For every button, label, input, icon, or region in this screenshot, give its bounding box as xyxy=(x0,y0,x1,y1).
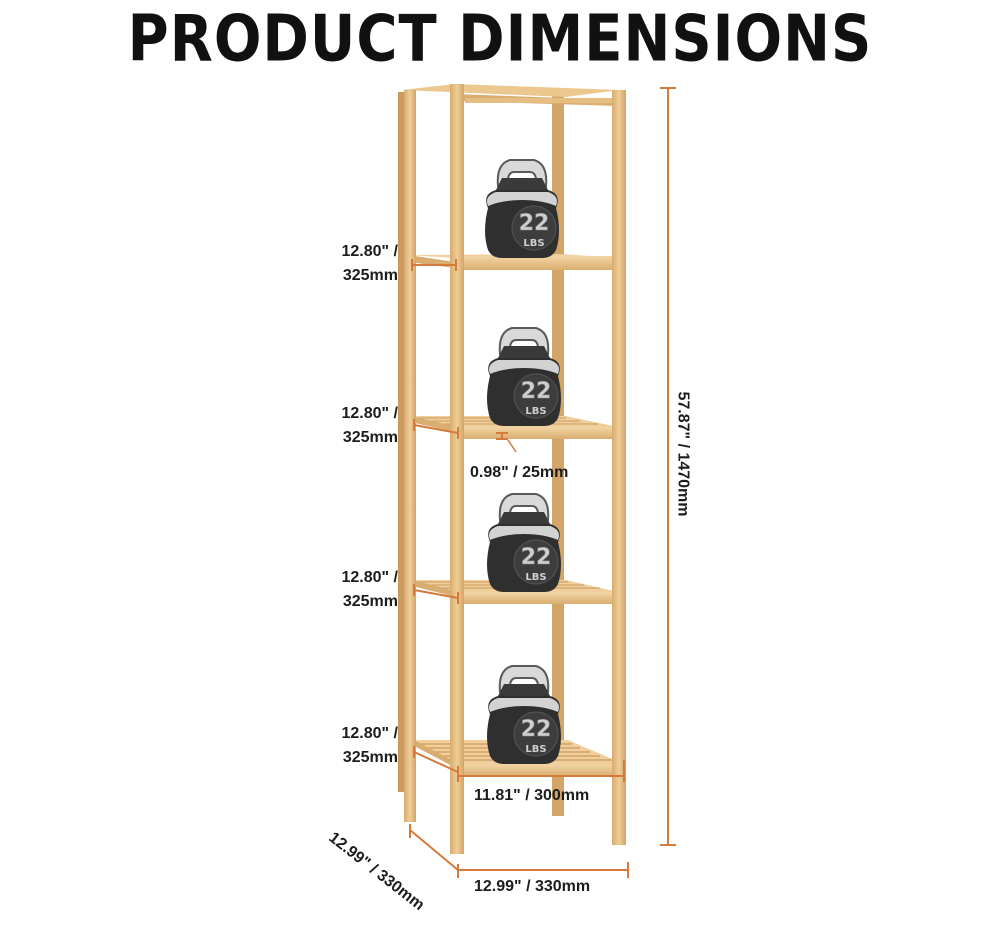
front-mid-post xyxy=(450,84,464,854)
back-right-post xyxy=(552,96,564,816)
shelf-gap-label-4: 12.80" / 325mm xyxy=(341,725,398,766)
kettlebell-1 xyxy=(484,159,560,259)
top-frame xyxy=(402,84,620,97)
shelf-gap-label-1: 12.80" / 325mm xyxy=(341,243,398,284)
front-left-post xyxy=(404,90,416,822)
slat-thickness-label: 0.98" / 25mm xyxy=(470,464,569,481)
shelf-gap-label-3: 12.80" / 325mm xyxy=(341,569,398,610)
back-left-post xyxy=(398,92,408,792)
kettlebell-4 xyxy=(486,665,562,765)
height-label: 57.87" / 1470mm xyxy=(674,391,692,517)
shelf-gap-label-2: 12.80" / 325mm xyxy=(341,405,398,446)
page-title: PRODUCT DIMENSIONS xyxy=(127,2,873,77)
dimension-lines xyxy=(409,87,676,878)
width-label: 12.99" / 330mm xyxy=(474,878,591,895)
kettlebell-2 xyxy=(486,327,562,427)
shelf-width-label: 11.81" / 300mm xyxy=(474,787,590,804)
kettlebell-3 xyxy=(486,493,562,593)
front-right-post xyxy=(612,90,626,845)
